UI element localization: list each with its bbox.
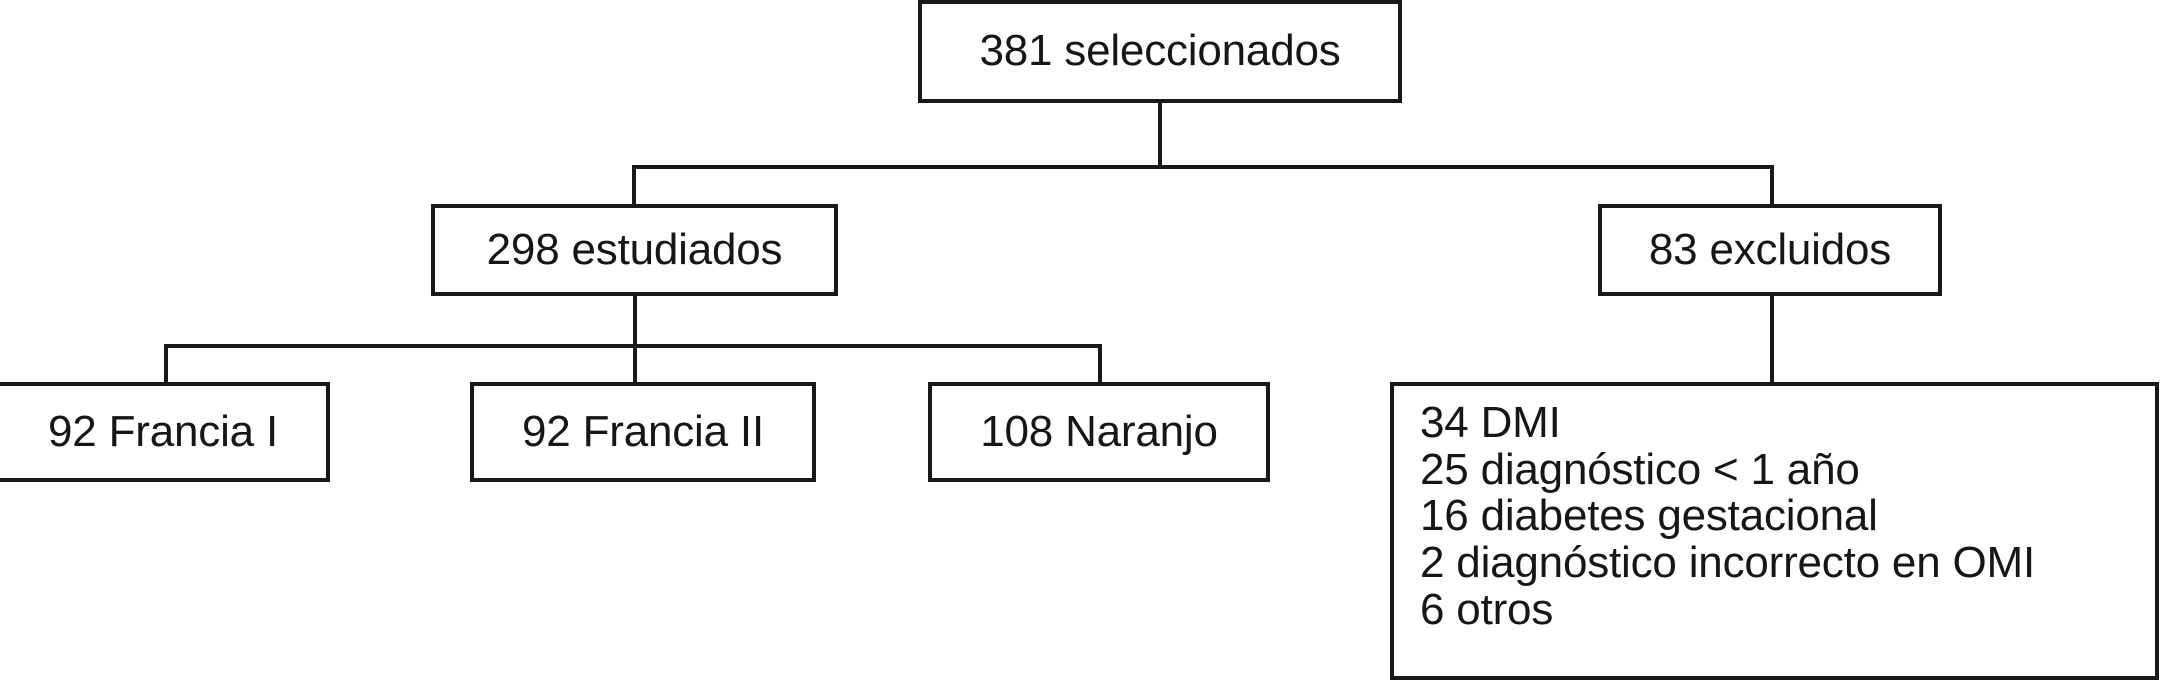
connector-drop-to-studied [632,165,636,206]
connector-drop-to-excluded [1770,165,1774,206]
connector-studied-stem [633,296,637,346]
node-label-naranjo: 108 Naranjo [980,406,1218,456]
exclusion-reason-others: 6 otros [1420,584,1554,634]
node-label-francia-1: 92 Francia I [48,406,278,456]
node-box-exclusion-reasons: 34 DMI 25 diagnóstico < 1 año 16 diabete… [1390,382,2159,680]
connector-drop-to-naranjo [1098,344,1102,384]
node-box-francia-2: 92 Francia II [470,382,816,482]
connector-drop-to-francia-1 [164,344,168,384]
exclusion-reason-diagnosis-under-1-year: 25 diagnóstico < 1 año [1420,444,1860,494]
connector-root-stem [1158,103,1162,169]
connector-row2-bus [632,165,1774,169]
node-box-total-selected: 381 seleccionados [918,0,1402,103]
node-label-studied: 298 estudiados [486,224,783,274]
exclusion-reason-incorrect-diagnosis-omi: 2 diagnóstico incorrecto en OMI [1420,537,2035,587]
node-label-francia-2: 92 Francia II [522,406,764,456]
exclusion-reason-dmi: 34 DMI [1420,398,1561,447]
node-label-excluded: 83 excluidos [1648,224,1892,274]
node-box-studied: 298 estudiados [431,204,838,296]
exclusion-reason-gestational-diabetes: 16 diabetes gestacional [1420,491,1878,541]
connector-excluded-stem [1770,296,1774,384]
node-box-francia-1: 92 Francia I [0,382,330,482]
exclusion-reason-list: 34 DMI 25 diagnóstico < 1 año 16 diabete… [1420,398,2035,634]
node-box-naranjo: 108 Naranjo [928,382,1270,482]
node-label-total-selected: 381 seleccionados [979,26,1341,76]
node-box-excluded: 83 excluidos [1598,204,1942,296]
connector-drop-to-francia-2 [633,344,637,384]
